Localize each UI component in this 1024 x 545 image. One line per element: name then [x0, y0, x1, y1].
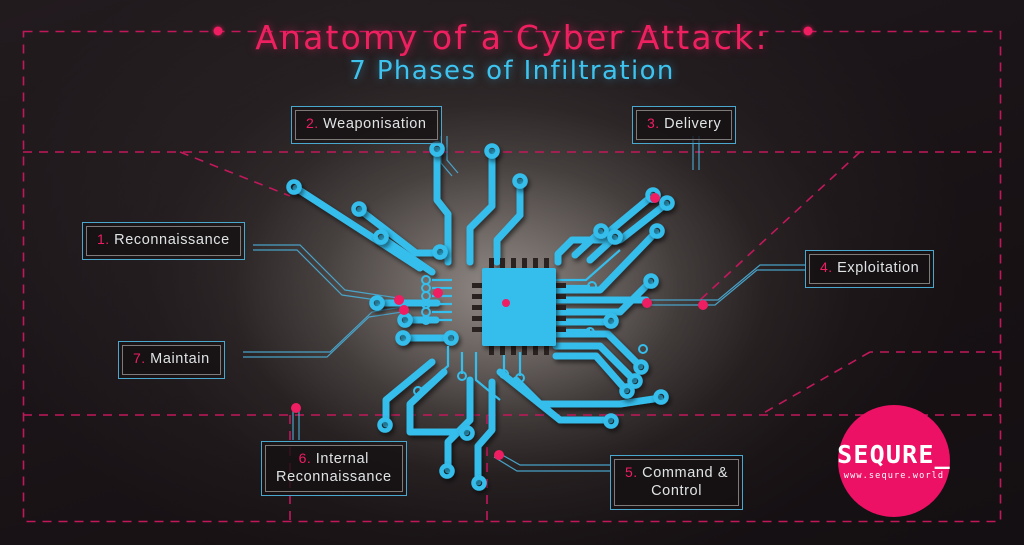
phase-label-4[interactable]: 4. Exploitation: [805, 250, 935, 288]
phase-label-7[interactable]: 7. Maintain: [118, 341, 225, 379]
connection-nodes: [291, 193, 708, 460]
cpu-chip-icon: [472, 258, 566, 355]
logo-url: www.sequre.world: [843, 470, 945, 481]
phase-2-number: 2.: [306, 115, 319, 131]
page-title: Anatomy of a Cyber Attack:: [255, 18, 769, 57]
phase-7-name: Maintain: [150, 351, 210, 367]
phase-label-4-inner: 4. Exploitation: [809, 254, 931, 284]
phase-1-name: Reconnaissance: [114, 232, 230, 248]
phase-label-3-inner: 3. Delivery: [636, 110, 733, 140]
phase-label-2[interactable]: 2. Weaponisation: [291, 106, 442, 144]
circuit-traces-thick: [292, 146, 670, 486]
phase-4-number: 4.: [820, 259, 833, 275]
phase-6-name-line2: Reconnaissance: [276, 468, 392, 485]
chip-pin-pads: [413, 275, 648, 396]
phase-label-2-inner: 2. Weaponisation: [295, 110, 438, 140]
page-subtitle: 7 Phases of Infiltration: [349, 56, 675, 86]
phase-label-6[interactable]: 6. Internal Reconnaissance: [261, 441, 407, 496]
phase-label-1[interactable]: 1. Reconnaissance: [82, 222, 245, 260]
phase-5-name-line2: Control: [651, 482, 703, 499]
frame-node-dot-left: [213, 26, 223, 36]
phase-2-name: Weaponisation: [323, 116, 427, 132]
phase-label-5[interactable]: 5. Command & Control: [610, 455, 744, 510]
phase-6-number: 6.: [298, 450, 312, 466]
phase-3-number: 3.: [647, 115, 660, 131]
phase-3-name: Delivery: [664, 116, 722, 132]
phase-1-number: 1.: [97, 231, 110, 247]
phase-label-7-inner: 7. Maintain: [122, 345, 221, 375]
phase-label-6-inner: 6. Internal Reconnaissance: [265, 445, 403, 492]
phase-5-name: Command &: [642, 465, 729, 481]
logo-wordmark: SEQURE_: [837, 439, 951, 469]
phase-label-3[interactable]: 3. Delivery: [632, 106, 737, 144]
phase-7-number: 7.: [133, 350, 146, 366]
phase-4-name: Exploitation: [837, 260, 920, 276]
phase-label-5-inner: 5. Command & Control: [614, 459, 740, 506]
trace-end-pads: [286, 141, 675, 491]
phase-label-1-inner: 1. Reconnaissance: [86, 226, 241, 256]
frame-node-dot-right: [803, 26, 813, 36]
sequre-logo[interactable]: SEQURE_ www.sequre.world: [837, 405, 951, 517]
phase-5-number: 5.: [625, 464, 638, 480]
phase-6-name: Internal: [315, 451, 369, 467]
